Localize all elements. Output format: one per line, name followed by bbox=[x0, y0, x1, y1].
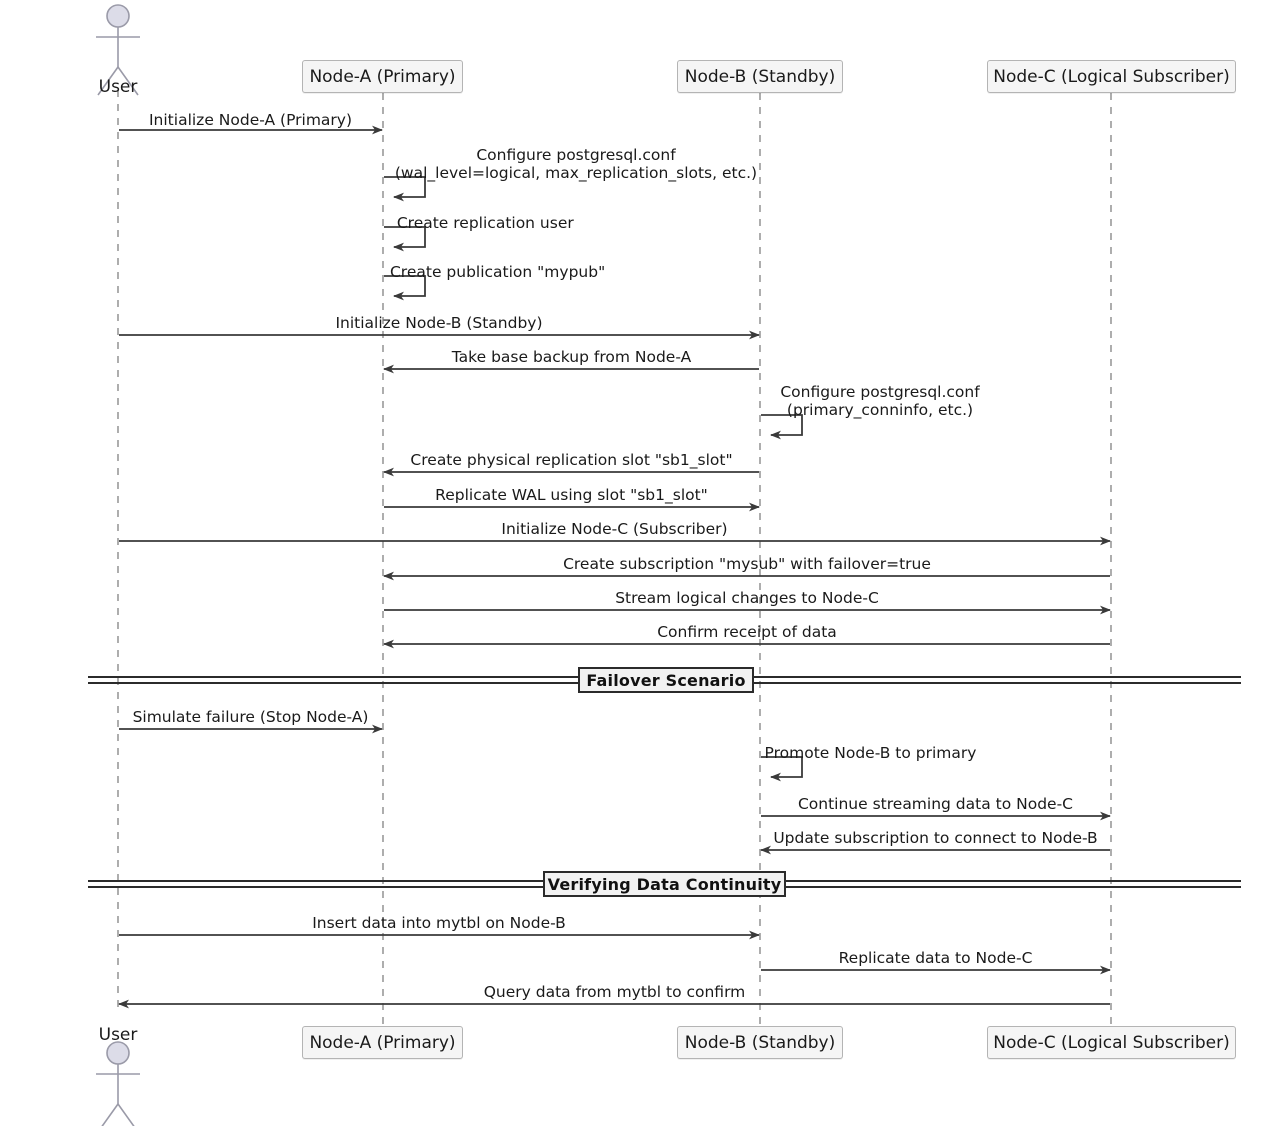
participant-box-nodec-top[interactable]: Node-C (Logical Subscriber) bbox=[987, 60, 1236, 93]
message-label-line: Stream logical changes to Node-C bbox=[615, 589, 879, 607]
message-label-m17: Update subscription to connect to Node-B bbox=[536, 829, 1269, 847]
actor-label-user-bottom: User bbox=[98, 1025, 138, 1045]
message-label-line: Replicate WAL using slot "sb1_slot" bbox=[435, 486, 708, 504]
participant-box-nodec-bottom[interactable]: Node-C (Logical Subscriber) bbox=[987, 1026, 1236, 1059]
message-label-line: Query data from mytbl to confirm bbox=[483, 983, 746, 1001]
message-label-line: Create publication "mypub" bbox=[389, 263, 606, 281]
message-label-m6: Take base backup from Node-A bbox=[172, 348, 972, 366]
divider-label-text: Failover Scenario bbox=[586, 670, 746, 690]
message-label-line: Initialize Node-B (Standby) bbox=[335, 314, 543, 332]
message-arrow-m15[interactable] bbox=[761, 756, 803, 782]
actor-leg-right bbox=[117, 1103, 135, 1126]
message-label-line: (wal_level=logical, max_replication_slot… bbox=[394, 164, 758, 182]
message-arrow-m7[interactable] bbox=[761, 414, 803, 440]
divider-label-text: Verifying Data Continuity bbox=[547, 874, 782, 894]
actor-figures-group bbox=[96, 4, 140, 1126]
message-label-m13: Confirm receipt of data bbox=[347, 623, 1147, 641]
message-label-line: Simulate failure (Stop Node-A) bbox=[132, 708, 369, 726]
message-label-line: Create subscription "mysub" with failove… bbox=[563, 555, 931, 573]
divider-label-box-d1: Failover Scenario bbox=[578, 667, 754, 693]
message-label-m2: Configure postgresql.conf(wal_level=logi… bbox=[176, 146, 976, 182]
participant-label: Node-B (Standby) bbox=[684, 66, 836, 87]
message-arrow-m3[interactable] bbox=[384, 226, 426, 252]
actor-head-icon bbox=[106, 1041, 130, 1065]
message-label-m20: Query data from mytbl to confirm bbox=[215, 983, 1015, 1001]
self-message-path[interactable] bbox=[384, 226, 426, 252]
message-label-line: Confirm receipt of data bbox=[657, 623, 837, 641]
message-label-line: Create replication user bbox=[396, 214, 574, 232]
message-label-m12: Stream logical changes to Node-C bbox=[347, 589, 1147, 607]
message-label-m16: Continue streaming data to Node-C bbox=[536, 795, 1269, 813]
message-arrow-m4[interactable] bbox=[384, 275, 426, 301]
self-message-path[interactable] bbox=[761, 414, 803, 440]
participant-label: Node-A (Primary) bbox=[309, 66, 456, 87]
actor-figure-user-bottom bbox=[96, 1041, 140, 1126]
message-label-m14: Simulate failure (Stop Node-A) bbox=[0, 708, 651, 726]
message-label-line: Create physical replication slot "sb1_sl… bbox=[410, 451, 733, 469]
message-label-line: Initialize Node-C (Subscriber) bbox=[501, 520, 728, 538]
message-label-line: Insert data into mytbl on Node-B bbox=[312, 914, 566, 932]
message-label-line: Replicate data to Node-C bbox=[838, 949, 1033, 967]
participant-label: Node-C (Logical Subscriber) bbox=[993, 1032, 1230, 1053]
message-label-m15: Promote Node-B to primary bbox=[471, 744, 1269, 762]
divider-label-box-d2: Verifying Data Continuity bbox=[543, 871, 786, 897]
lifelines-group bbox=[117, 90, 1112, 1026]
message-label-line: Initialize Node-A (Primary) bbox=[148, 111, 353, 129]
message-arrow-m2[interactable] bbox=[384, 176, 426, 202]
message-label-m7: Configure postgresql.conf(primary_connin… bbox=[480, 383, 1269, 419]
actor-head-icon bbox=[106, 4, 130, 28]
participant-label: Node-A (Primary) bbox=[309, 1032, 456, 1053]
actor-leg-right bbox=[117, 66, 139, 96]
message-label-m19: Replicate data to Node-C bbox=[536, 949, 1269, 967]
participant-box-nodea-top[interactable]: Node-A (Primary) bbox=[302, 60, 463, 93]
message-label-m4: Create publication "mypub" bbox=[98, 263, 898, 281]
participant-label: Node-C (Logical Subscriber) bbox=[993, 66, 1230, 87]
participant-label: Node-B (Standby) bbox=[684, 1032, 836, 1053]
actor-figure-user-top bbox=[96, 4, 140, 96]
message-label-m11: Create subscription "mysub" with failove… bbox=[347, 555, 1147, 573]
message-arrows-group bbox=[118, 125, 1111, 1009]
message-label-line: Configure postgresql.conf bbox=[780, 383, 980, 401]
participant-box-nodea-bottom[interactable]: Node-A (Primary) bbox=[302, 1026, 463, 1059]
message-label-line: Promote Node-B to primary bbox=[764, 744, 977, 762]
actor-leg-left bbox=[97, 66, 119, 96]
actor-leg-left bbox=[101, 1103, 119, 1126]
message-label-m3: Create replication user bbox=[85, 214, 885, 232]
message-label-line: (primary_conninfo, etc.) bbox=[786, 401, 974, 419]
self-message-path[interactable] bbox=[384, 275, 426, 301]
message-label-m10: Initialize Node-C (Subscriber) bbox=[215, 520, 1015, 538]
self-message-path[interactable] bbox=[384, 176, 426, 202]
message-label-line: Update subscription to connect to Node-B bbox=[773, 829, 1098, 847]
message-label-m8: Create physical replication slot "sb1_sl… bbox=[172, 451, 972, 469]
message-label-m5: Initialize Node-B (Standby) bbox=[39, 314, 839, 332]
message-label-line: Take base backup from Node-A bbox=[451, 348, 692, 366]
participant-box-nodeb-bottom[interactable]: Node-B (Standby) bbox=[677, 1026, 843, 1059]
self-message-path[interactable] bbox=[761, 756, 803, 782]
message-label-m18: Insert data into mytbl on Node-B bbox=[39, 914, 839, 932]
message-label-m9: Replicate WAL using slot "sb1_slot" bbox=[172, 486, 972, 504]
actor-label-user-top: User bbox=[98, 77, 138, 97]
message-label-line: Continue streaming data to Node-C bbox=[797, 795, 1074, 813]
message-label-line: Configure postgresql.conf bbox=[476, 146, 676, 164]
participant-box-nodeb-top[interactable]: Node-B (Standby) bbox=[677, 60, 843, 93]
message-label-m1: Initialize Node-A (Primary) bbox=[0, 111, 651, 129]
